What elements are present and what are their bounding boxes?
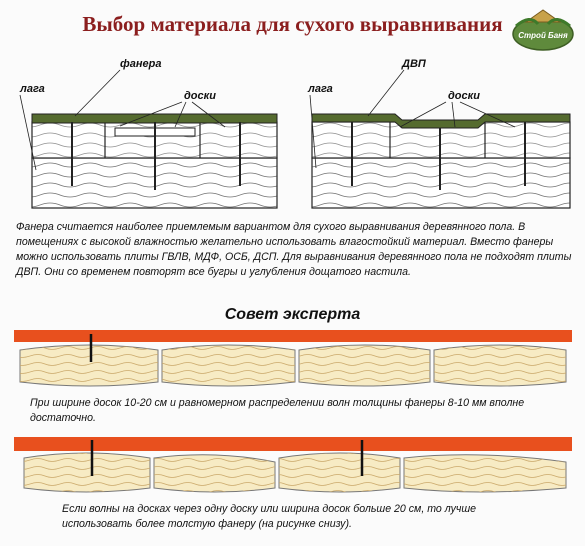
- diagram-plywood: фанера лага доски: [19, 58, 278, 209]
- tip-title: Совет эксперта: [224, 306, 361, 323]
- plywood-sheet: [31, 113, 278, 124]
- label-boards-right: доски: [448, 90, 480, 102]
- plywood-red-thick: [14, 437, 572, 451]
- logo-text: Строй Баня: [518, 31, 568, 40]
- description-text: Фанера считается наиболее приемлемым вар…: [16, 221, 572, 278]
- page-title: Выбор материала для сухого выравнивания: [82, 12, 503, 36]
- label-plywood: фанера: [120, 58, 161, 70]
- logo-roof-icon: [524, 9, 562, 23]
- label-fiberboard: ДВП: [401, 58, 427, 70]
- diagram-fiberboard: ДВП лага доски: [307, 58, 571, 209]
- label-joist-right: лага: [307, 83, 333, 95]
- tip-note-2: Если волны на досках через одну доску ил…: [62, 503, 477, 530]
- tip-note-1: При ширине досок 10-20 см и равномерном …: [30, 397, 525, 424]
- label-joist-left: лага: [19, 83, 45, 95]
- tip-diagram-thin: [14, 330, 572, 387]
- fiberboard-sheet: [311, 113, 571, 129]
- tip-diagram-thick: [14, 437, 572, 493]
- logo: Строй Баня: [512, 9, 574, 51]
- label-boards-left: доски: [184, 90, 216, 102]
- plywood-red-thin: [14, 330, 572, 342]
